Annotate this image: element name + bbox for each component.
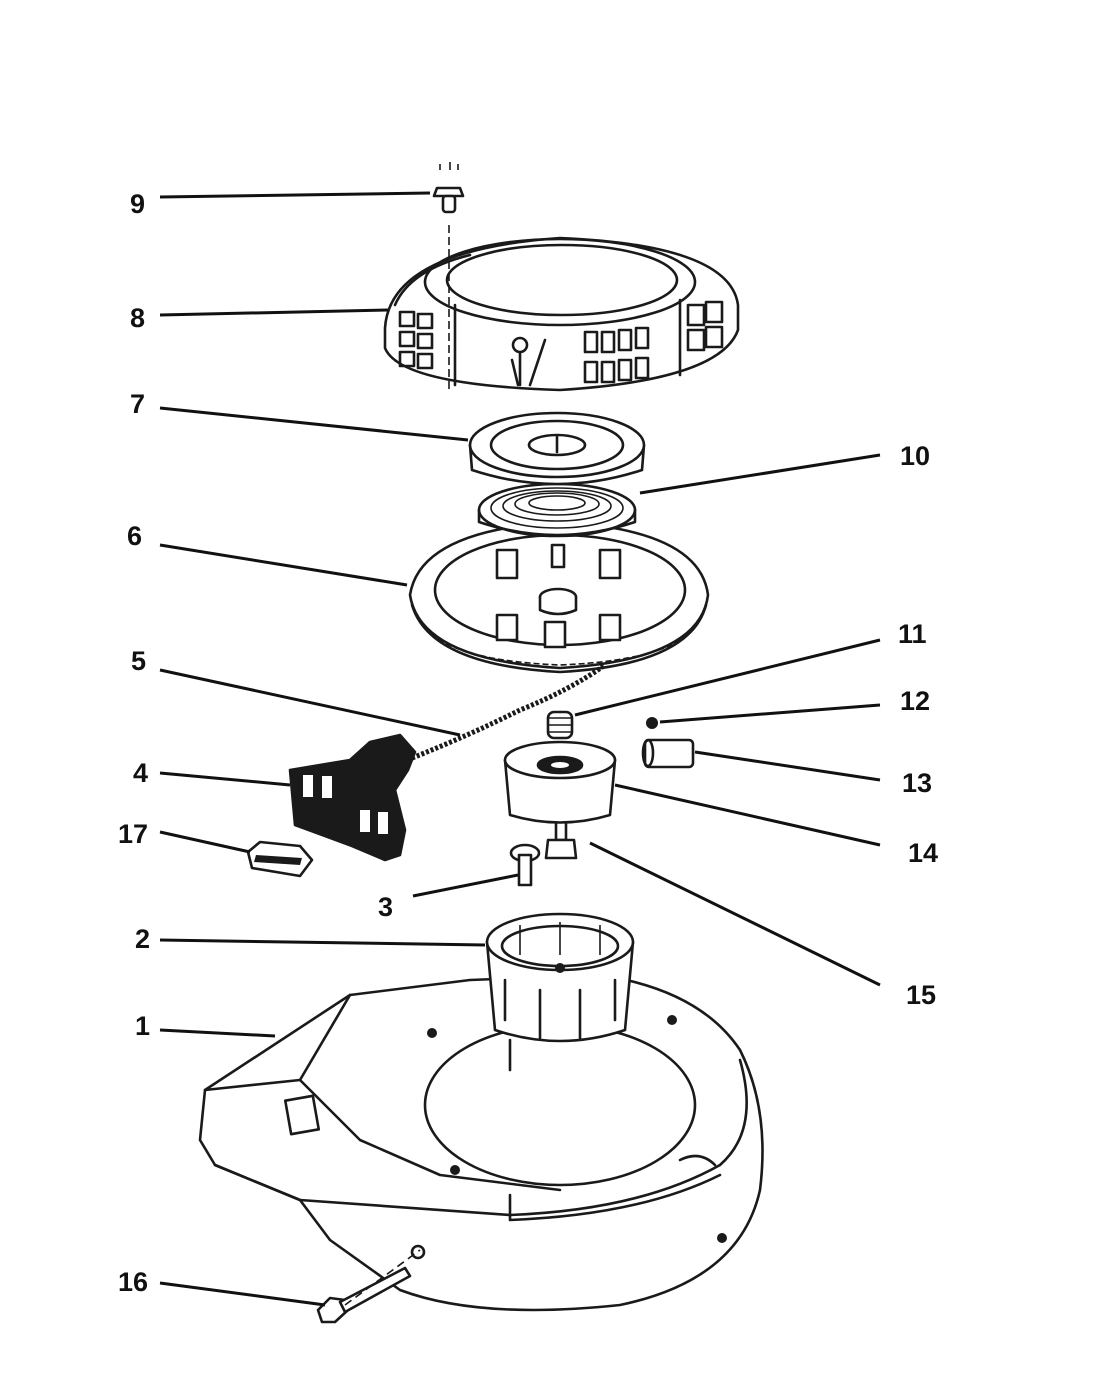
callout-5: 5 (131, 646, 146, 676)
callout-14: 14 (908, 838, 938, 868)
callout-9: 9 (130, 189, 145, 219)
part-4-starter-handle (288, 733, 417, 862)
part-12-ball (646, 717, 658, 729)
part-16-screw (316, 1244, 426, 1324)
leader-10 (639, 453, 881, 495)
callout-16: 16 (118, 1267, 148, 1297)
part-2-starter-cup (485, 912, 635, 1043)
callout-15: 15 (906, 980, 936, 1010)
leader-15 (589, 841, 881, 987)
callout-2: 2 (135, 924, 150, 954)
part-17-handle-insert (246, 840, 314, 878)
leader-13 (694, 750, 881, 782)
callout-17: 17 (118, 819, 148, 849)
leader-16 (159, 1281, 326, 1307)
leader-17 (159, 830, 251, 854)
leader-2 (159, 938, 486, 947)
part-9-bolt (432, 162, 465, 390)
rope-arrow-icon (510, 336, 547, 387)
part-5-rope (411, 662, 607, 761)
leader-8 (159, 308, 389, 317)
callout-8: 8 (130, 303, 145, 333)
part-13-roller (641, 738, 695, 769)
vent-slots-left (398, 310, 434, 370)
part-10-recoil-spring (477, 482, 637, 538)
leader-5 (159, 668, 461, 737)
part-1-blower-housing (198, 973, 764, 1312)
callout-1: 1 (135, 1011, 150, 1041)
callout-labels: 9 8 7 10 6 11 5 12 4 13 17 14 3 2 15 1 1… (118, 189, 938, 1297)
leader-3 (412, 873, 519, 898)
part-6-pulley (408, 520, 710, 674)
leader-12 (659, 703, 881, 724)
part-7-spring-cover (468, 411, 646, 486)
part-14-ratchet (503, 740, 617, 824)
callout-4: 4 (133, 758, 148, 788)
leader-14 (614, 783, 881, 847)
leader-4 (159, 771, 291, 787)
part-8-starter-housing (383, 236, 740, 392)
leader-9 (159, 191, 431, 199)
callout-13: 13 (902, 768, 932, 798)
callout-7: 7 (130, 389, 145, 419)
leader-6 (159, 543, 408, 587)
callout-3: 3 (378, 892, 393, 922)
leader-11 (574, 638, 881, 717)
part-11-spring (546, 710, 574, 740)
vent-slots-right (686, 300, 724, 352)
leader-lines (159, 191, 881, 1307)
leader-7 (159, 406, 469, 442)
part-3-screw (509, 843, 541, 887)
leader-1 (159, 1028, 276, 1038)
callout-10: 10 (900, 441, 930, 471)
callout-6: 6 (127, 521, 142, 551)
vent-slots-center (583, 326, 650, 384)
callout-11: 11 (898, 619, 927, 649)
callout-12: 12 (900, 686, 930, 716)
